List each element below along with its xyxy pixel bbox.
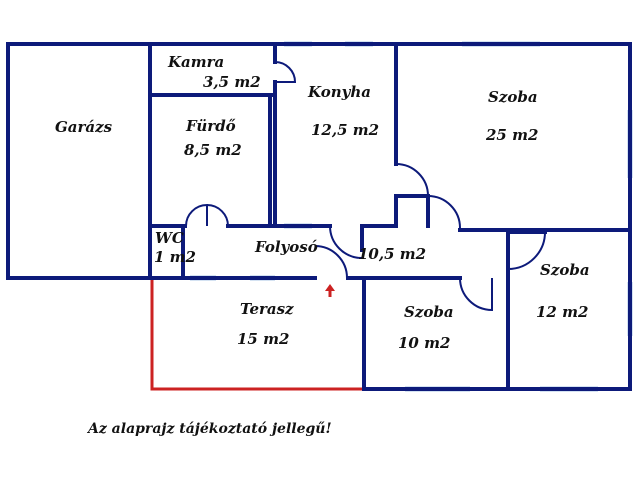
room-name-garazs: Garázs <box>55 118 113 136</box>
door-szoba-mid <box>459 277 493 312</box>
door-szoba-right <box>507 231 546 270</box>
door-furdo-b <box>206 204 229 227</box>
walls <box>6 42 632 391</box>
terrace-outline <box>150 280 364 391</box>
door-entrance <box>314 245 348 279</box>
room-area-furdo: 8,5 m2 <box>184 141 242 159</box>
room-area-terasz: 15 m2 <box>237 330 289 348</box>
room-name-furdo: Fürdő <box>185 117 236 135</box>
room-name-terasz: Terasz <box>240 300 294 318</box>
door-szoba-large-b <box>427 195 461 229</box>
room-area-szoba-large: 25 m2 <box>485 126 538 144</box>
room-name-kamra: Kamra <box>167 53 224 71</box>
terrace-border <box>150 280 364 391</box>
room-name-konyha: Konyha <box>307 83 371 101</box>
room-area-wc: 1 m2 <box>154 248 196 266</box>
door-konyha <box>329 225 363 259</box>
doors <box>185 61 546 312</box>
room-name-szoba-mid: Szoba <box>404 303 454 321</box>
room-name-szoba-large: Szoba <box>488 88 538 106</box>
room-area-konyha: 12,5 m2 <box>311 121 379 139</box>
room-area-szoba-mid: 10 m2 <box>398 334 450 352</box>
footer-note: Az alaprajz tájékoztató jellegű! <box>86 421 332 437</box>
wall-garazs <box>6 42 152 280</box>
door-szoba-large <box>395 163 429 197</box>
room-name-folyoso: Folyosó <box>254 238 318 256</box>
room-area-folyoso: 10,5 m2 <box>358 245 426 263</box>
door-kamra <box>274 61 297 83</box>
up-arrow-icon <box>325 284 335 297</box>
room-name-szoba-right: Szoba <box>540 261 590 279</box>
room-area-szoba-right: 12 m2 <box>536 303 588 321</box>
room-area-kamra: 3,5 m2 <box>203 73 261 91</box>
room-name-wc: WC <box>155 229 184 247</box>
door-furdo <box>185 203 208 227</box>
